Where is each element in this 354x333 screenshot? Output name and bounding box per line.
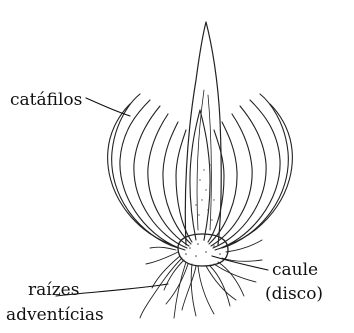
label-raizes: raízes — [28, 282, 79, 299]
leader-lines — [56, 98, 268, 296]
central-shoot — [185, 22, 221, 245]
leader-catafilos — [86, 98, 130, 116]
adventitious-roots — [140, 240, 262, 318]
label-adventicias: adventícias — [6, 307, 104, 324]
label-caule: caule — [272, 262, 318, 279]
cataphylls — [108, 94, 293, 250]
label-catafilos: catáfilos — [10, 92, 82, 109]
label-disco: (disco) — [265, 286, 323, 303]
